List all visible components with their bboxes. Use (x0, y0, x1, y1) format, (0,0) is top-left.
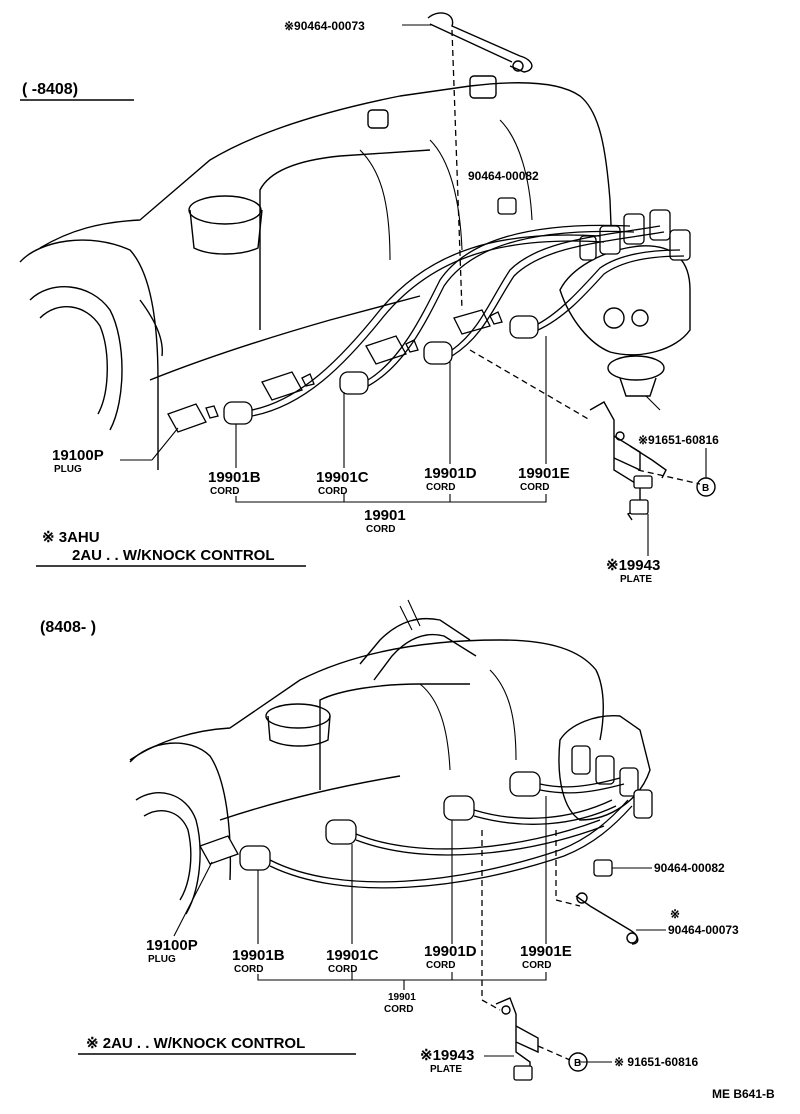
bottom-ignition-cords (269, 777, 633, 889)
bottom-pulley-outer (135, 792, 201, 915)
bottom-oil-filler-neck (267, 715, 331, 747)
top-engine-cover (39, 82, 613, 251)
top-clamp-mid-label: 90464-00082 (468, 169, 539, 183)
top-oil-filler-neck (189, 209, 263, 255)
top-engine-rib-3 (499, 119, 533, 221)
bottom-plug-boots (239, 771, 541, 871)
bottom-clamp-low-star: ※ (670, 907, 680, 921)
bottom-knock-plate (495, 997, 571, 1081)
top-pulley-outer (29, 286, 123, 431)
bottom-plug-sublabel: PLUG (148, 954, 176, 965)
top-range-label: ( -8408) (22, 81, 78, 98)
bottom-clamp-low-hole-2 (626, 932, 638, 944)
bottom-clamp-low-label: 90464-00073 (668, 923, 739, 937)
bottom-note-line-1: ※ 2AU . . W/KNOCK CONTROL (86, 1035, 305, 1052)
bottom-breather-pipe (399, 599, 421, 631)
bottom-cord-d-label: 19901D (424, 943, 477, 960)
top-cord-d-sublabel: CORD (426, 482, 455, 493)
bottom-engine-rib-2 (489, 669, 517, 761)
bottom-engine-cover-ridge (319, 683, 470, 790)
bottom-pulley-inner (143, 810, 192, 901)
top-cord-b-sublabel: CORD (210, 486, 239, 497)
bottom-range-label: (8408- ) (40, 619, 96, 636)
bottom-cord-b-sublabel: CORD (234, 964, 263, 975)
top-note-line-2: 2AU . . W/KNOCK CONTROL (72, 547, 275, 564)
top-engine-cover-lower (149, 295, 421, 381)
bottom-engine-view: (8408- ) 90464-00082 (40, 599, 739, 1081)
top-cover-boss-1 (469, 75, 497, 99)
top-pulley-inner (39, 305, 108, 415)
bottom-spark-plug (199, 835, 239, 865)
bottom-clamp-low-part (575, 895, 639, 945)
bottom-cord-c-label: 19901C (326, 947, 379, 964)
top-ref-marker: B (702, 483, 709, 494)
top-ignition-cords (251, 224, 685, 417)
top-plug-sublabel: PLUG (54, 464, 82, 475)
top-clamp-mid-part (497, 197, 517, 215)
top-cord-d-label: 19901D (424, 465, 477, 482)
bottom-plate-label: ※19943 (420, 1047, 474, 1064)
top-engine-rib-1 (359, 149, 391, 261)
top-cover-boss-2 (367, 109, 389, 129)
bottom-clamp-mid-label: 90464-00082 (654, 861, 725, 875)
bottom-breather-hose-2 (373, 633, 477, 681)
top-bolt-label: ※91651-60816 (638, 433, 719, 447)
bottom-plug-label: 19100P (146, 937, 198, 954)
bottom-cord-c-sublabel: CORD (328, 964, 357, 975)
bottom-cord-set-sublabel: CORD (384, 1004, 413, 1015)
top-plate-label: ※19943 (606, 557, 660, 574)
top-cord-b-label: 19901B (208, 469, 261, 486)
bottom-engine-cover (129, 639, 604, 761)
top-cord-c-label: 19901C (316, 469, 369, 486)
top-cord-set-bracket (235, 494, 547, 503)
top-bracket-leader (469, 349, 591, 421)
top-clamp-upper-label: ※90464-00073 (284, 19, 365, 33)
bottom-engine-cover-lower (219, 775, 401, 821)
top-cord-e-sublabel: CORD (520, 482, 549, 493)
bottom-ref-marker: B (574, 1058, 581, 1069)
top-cord-set-label: 19901 (364, 507, 406, 524)
top-clamp-upper-hole (512, 60, 524, 72)
bottom-plug-leader (173, 861, 213, 937)
top-engine-cover-ridge (259, 149, 431, 330)
top-cord-set-sublabel: CORD (366, 524, 395, 535)
bottom-distributor (555, 715, 653, 907)
top-clamp-upper-leader (451, 29, 463, 311)
bottom-cord-set-bracket (257, 972, 547, 981)
bottom-cord-e-label: 19901E (520, 943, 572, 960)
top-pulley-edge (139, 299, 163, 357)
bottom-clamp-mid-part (593, 859, 613, 877)
top-ref-marker-circle (696, 477, 716, 497)
top-clamp-upper-part (427, 12, 533, 73)
bottom-cord-e-sublabel: CORD (522, 960, 551, 971)
bottom-ref-marker-circle (568, 1052, 588, 1072)
bottom-clamp-low-hole-1 (576, 892, 588, 904)
top-timing-cover (19, 239, 159, 470)
top-plug-boots (223, 315, 539, 425)
diagram-code: ME B641-B (712, 1087, 775, 1101)
top-spark-plugs (167, 309, 503, 433)
top-oil-filler-cap (188, 195, 262, 225)
top-knock-plate (589, 401, 701, 521)
top-plug-leader (151, 427, 179, 461)
bottom-breather-hose-1 (359, 617, 471, 665)
bottom-cord-d-sublabel: CORD (426, 960, 455, 971)
bottom-engine-rib-1 (419, 683, 451, 771)
top-plate-sublabel: PLATE (620, 574, 652, 585)
top-note-line-1: ※ 3AHU (42, 529, 100, 546)
top-plug-label: 19100P (52, 447, 104, 464)
bottom-bracket-leader (481, 830, 501, 1011)
bottom-cord-b-label: 19901B (232, 947, 285, 964)
bottom-bolt-label: ※ 91651-60816 (614, 1055, 698, 1069)
bottom-cord-set-label: 19901 (388, 992, 416, 1003)
bottom-plate-sublabel: PLATE (430, 1064, 462, 1075)
top-engine-rib-2 (429, 139, 463, 251)
top-cord-e-label: 19901E (518, 465, 570, 482)
top-cord-c-sublabel: CORD (318, 486, 347, 497)
top-engine-view: ( -8408) (19, 12, 719, 585)
